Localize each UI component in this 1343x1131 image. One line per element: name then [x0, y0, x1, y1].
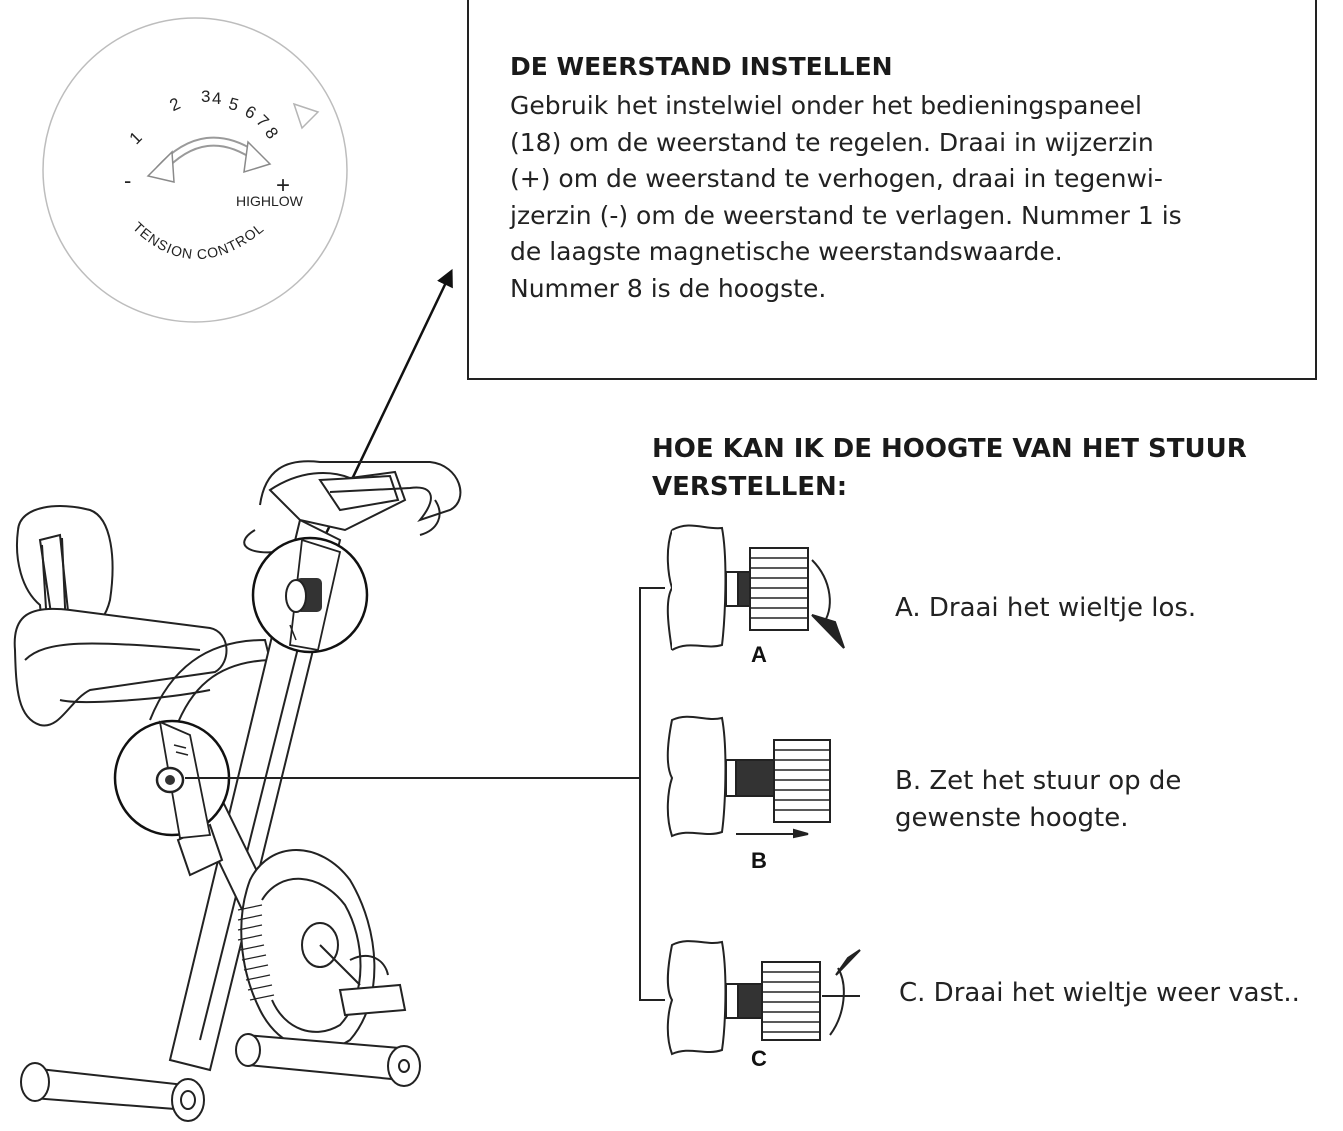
resistance-info-box	[467, 0, 1317, 380]
tension-dial: 1 2 3 4 5 6 7 8 - + HIGHLOW TENSION CONT…	[42, 17, 348, 323]
resistance-title: DE WEERSTAND INSTELLEN	[510, 52, 893, 81]
step-a-text: A. Draai het wieltje los.	[895, 590, 1196, 627]
step-line: A. Draai het wieltje los.	[895, 593, 1197, 623]
resistance-description: Gebruik het instelwiel onder het bedieni…	[510, 88, 1310, 307]
dial-plus: +	[276, 172, 290, 199]
step-c-letter: C	[751, 1046, 767, 1071]
callout-circle-tension-knob	[251, 536, 369, 654]
resistance-line: Gebruik het instelwiel onder het bedieni…	[510, 91, 1143, 120]
step-line: B. Zet het stuur op de	[895, 766, 1182, 796]
step-line: gewenste hoogte.	[895, 803, 1129, 833]
step-a-illustration	[666, 524, 845, 651]
step-b-text: B. Zet het stuur op de gewenste hoogte.	[895, 763, 1181, 837]
handlebar-height-title: HOE KAN IK DE HOOGTE VAN HET STUUR VERST…	[652, 430, 1247, 506]
connector-lines	[185, 587, 665, 1001]
dial-minus: -	[124, 168, 131, 193]
handlebar-title-line: VERSTELLEN:	[652, 472, 848, 502]
step-c-illustration	[666, 940, 861, 1056]
resistance-line: Nummer 8 is de hoogste.	[510, 273, 827, 303]
dial-number-3: 3	[201, 87, 210, 106]
step-b-illustration	[666, 715, 831, 839]
resistance-line: (18) om de weerstand te regelen. Draai i…	[510, 127, 1154, 157]
dial-number-4: 4	[212, 89, 221, 108]
step-c-text: C. Draai het wieltje weer vast..	[899, 975, 1300, 1012]
handlebar-title-line: HOE KAN IK DE HOOGTE VAN HET STUUR	[652, 434, 1247, 464]
dial-high-low: HIGHLOW	[236, 193, 304, 209]
step-line: C. Draai het wieltje weer vast..	[899, 978, 1300, 1008]
resistance-line: de laagste magnetische weerstandswaarde.	[510, 237, 1063, 266]
step-a-letter: A	[751, 642, 767, 667]
resistance-line: jzerzin (-) om de weerstand te verlagen.…	[510, 200, 1182, 230]
step-b-letter: B	[751, 848, 767, 873]
resistance-line: (+) om de weerstand te verhogen, draai i…	[510, 164, 1163, 193]
exercise-bike-illustration	[13, 460, 462, 1122]
